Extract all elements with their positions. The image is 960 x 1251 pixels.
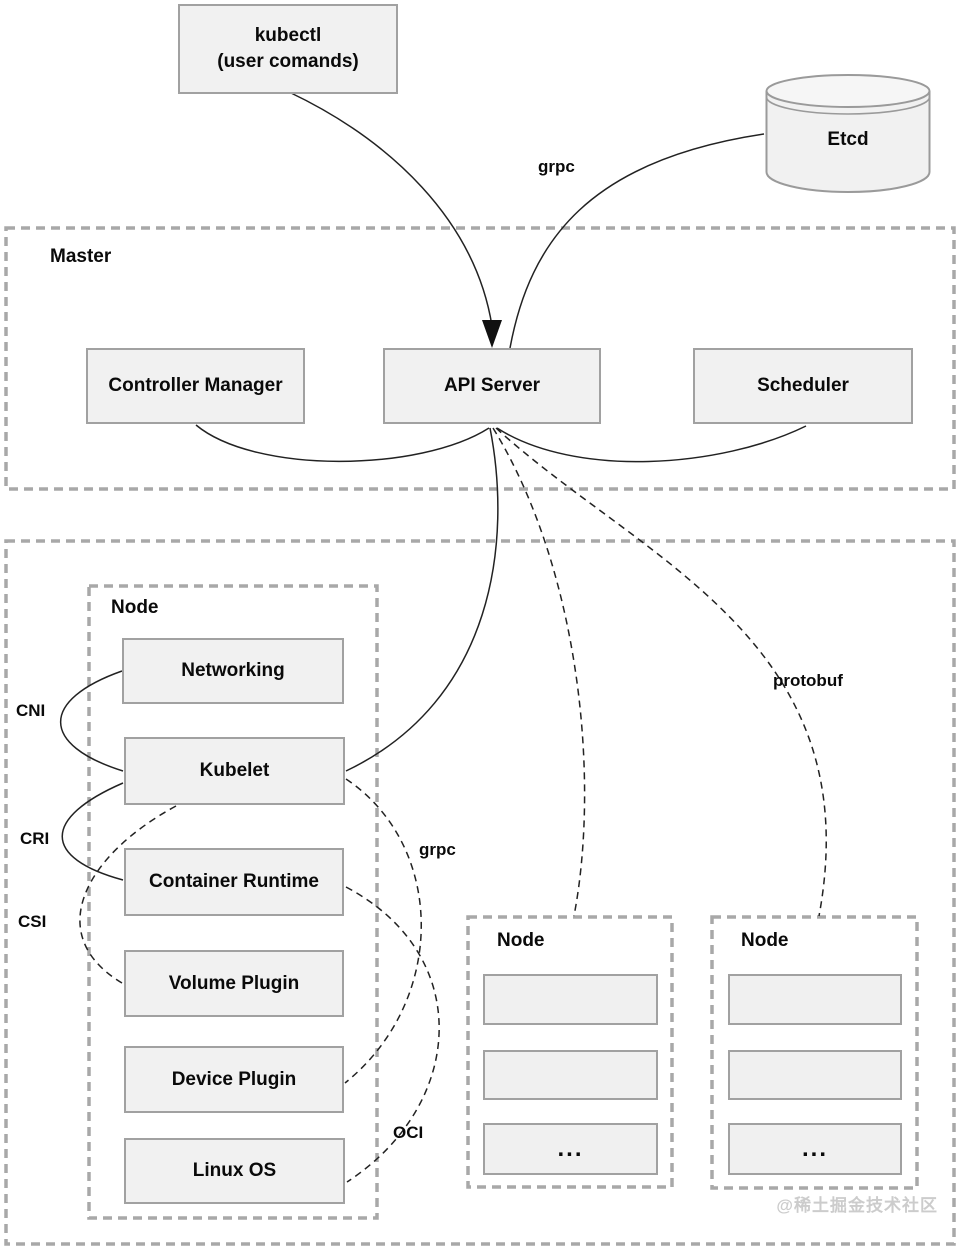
kubelet-label: Kubelet (199, 760, 270, 782)
networking-box: Networking (122, 638, 344, 704)
node1-container-border (87, 584, 379, 1220)
edge-cni (60, 670, 124, 772)
container-runtime-label: Container Runtime (149, 871, 319, 893)
node2-pod-box-1 (483, 974, 658, 1025)
node1-container-label: Node (111, 597, 159, 618)
master-container-label: Master (50, 246, 112, 267)
node2-container-border (466, 915, 674, 1189)
api-server-box: API Server (383, 348, 601, 424)
edge-csi (79, 805, 177, 984)
edge-grpc-kubelet-deviceplugin (344, 778, 422, 1084)
watermark: @稀土掘金技术社区 (776, 1196, 938, 1215)
edge-label-cni: CNI (16, 701, 46, 720)
edge-apiserver-kubelet (345, 427, 499, 772)
edge-apiserver-to-etcd (509, 133, 765, 349)
node2-pod-box-ellipsis: ... (483, 1123, 658, 1175)
api-server-label: API Server (443, 375, 541, 397)
networking-label: Networking (181, 660, 285, 682)
node3-ellipsis: ... (801, 1135, 828, 1162)
scheduler-box: Scheduler (693, 348, 913, 424)
container-runtime-box: Container Runtime (124, 848, 344, 916)
node3-pod-box-ellipsis: ... (728, 1123, 902, 1175)
node3-pod-box-2 (728, 1050, 902, 1100)
edge-apiserver-node2 (492, 427, 586, 917)
edge-apiserver-node3-protobuf (495, 427, 827, 917)
node2-pod-box-2 (483, 1050, 658, 1100)
edge-kubectl-to-apiserver (288, 91, 493, 327)
node2-ellipsis: ... (557, 1135, 584, 1162)
edge-label-grpc-etcd: grpc (538, 157, 575, 176)
cluster-container-border (4, 539, 956, 1246)
etcd-cylinder-ring (765, 96, 931, 115)
edge-controllermanager-apiserver (195, 424, 490, 463)
node3-container-border (710, 915, 919, 1190)
edge-cri (61, 782, 124, 881)
edge-label-protobuf: protobuf (773, 671, 843, 690)
etcd-cylinder (765, 74, 931, 193)
kubelet-box: Kubelet (124, 737, 345, 805)
arrowhead-apiserver (482, 320, 502, 348)
etcd-label: Etcd (827, 129, 869, 150)
device-plugin-box: Device Plugin (124, 1046, 344, 1113)
linux-os-box: Linux OS (124, 1138, 345, 1204)
kubectl-box: kubectl (user comands) (178, 4, 398, 94)
master-container-border (4, 226, 956, 491)
volume-plugin-box: Volume Plugin (124, 950, 344, 1017)
controller-manager-box: Controller Manager (86, 348, 305, 424)
node3-container-label: Node (741, 930, 789, 951)
linux-os-label: Linux OS (192, 1160, 277, 1182)
edge-label-oci: OCI (393, 1123, 424, 1142)
device-plugin-label: Device Plugin (171, 1068, 297, 1090)
edge-label-cri: CRI (20, 829, 50, 848)
volume-plugin-label: Volume Plugin (168, 972, 300, 994)
kubectl-label-line2: (user comands) (217, 51, 359, 72)
edge-oci-containerruntime-linuxos (345, 886, 440, 1183)
edge-label-csi: CSI (18, 912, 47, 931)
controller-manager-label: Controller Manager (108, 375, 283, 397)
kubectl-label-line1: kubectl (254, 25, 322, 47)
node3-pod-box-1 (728, 974, 902, 1025)
edge-apiserver-scheduler (496, 425, 807, 463)
edge-label-grpc-kubelet: grpc (419, 840, 456, 859)
node2-container-label: Node (497, 930, 545, 951)
scheduler-label: Scheduler (757, 375, 849, 397)
